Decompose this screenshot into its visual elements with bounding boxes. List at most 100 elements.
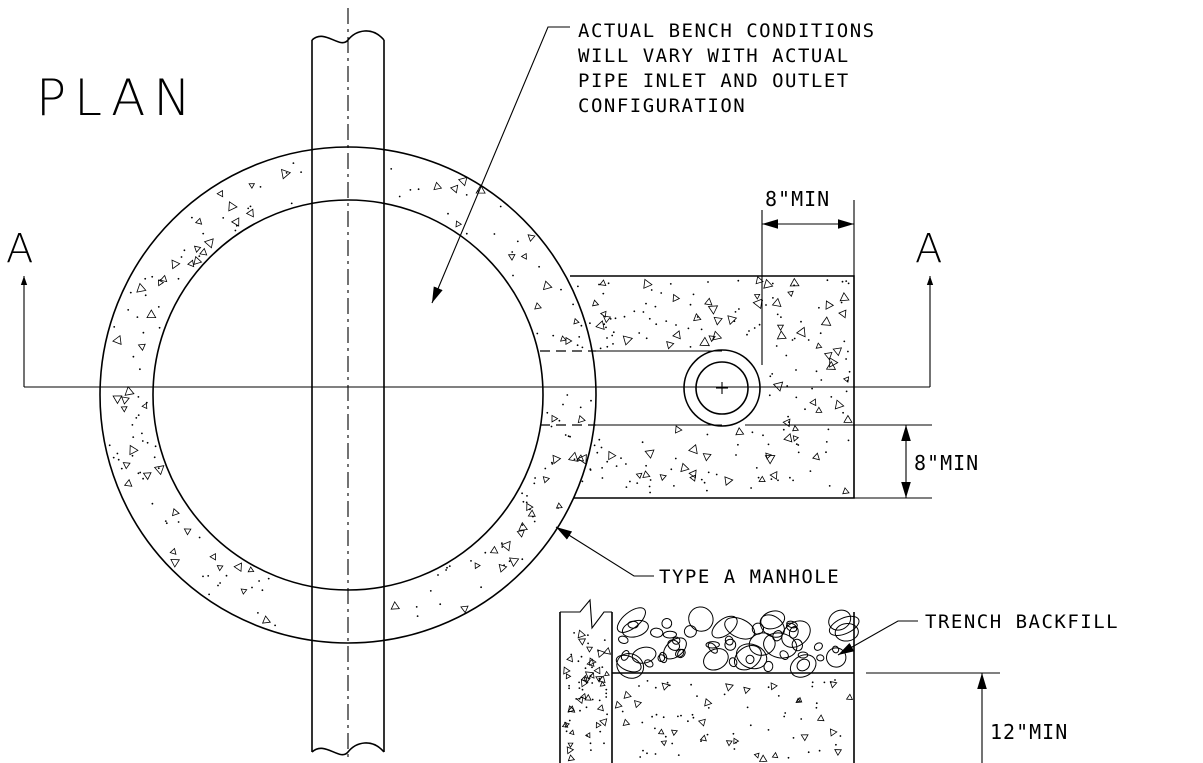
aggregate-mark: [526, 495, 528, 497]
aggregate-mark: [567, 705, 576, 713]
aggregate-mark: [124, 386, 135, 396]
aggregate-mark: [826, 279, 829, 282]
aggregate-mark: [191, 216, 193, 219]
aggregate-mark: [737, 443, 739, 446]
backfill-label: TRENCH BACKFILL: [925, 611, 1119, 633]
section-line: A A: [6, 226, 942, 388]
aggregate-mark: [793, 337, 796, 340]
manhole-label: TYPE A MANHOLE: [659, 566, 840, 588]
aggregate-mark: [638, 685, 640, 687]
aggregate-mark: [137, 414, 140, 416]
backfill-stone: [796, 658, 811, 672]
aggregate-mark: [112, 334, 122, 346]
aggregate-mark: [595, 721, 602, 729]
bench-note-line-3: PIPE INLET AND OUTLET: [578, 70, 850, 92]
aggregate-mark: [834, 399, 845, 410]
aggregate-mark: [687, 720, 689, 723]
backfill-stone: [675, 648, 685, 658]
aggregate-mark: [525, 501, 528, 504]
aggregate-mark: [847, 282, 850, 285]
aggregate-mark: [800, 718, 803, 720]
aggregate-mark: [599, 718, 608, 727]
trench-detail: TRENCH BACKFILL 12"MIN: [559, 598, 1119, 763]
aggregate-mark: [568, 729, 575, 736]
aggregate-mark: [829, 728, 838, 737]
aggregate-mark: [475, 184, 486, 194]
aggregate-mark: [674, 457, 677, 460]
aggregate-mark: [612, 343, 614, 345]
aggregate-mark: [625, 486, 628, 488]
aggregate-mark: [568, 684, 570, 687]
aggregate-mark: [599, 279, 607, 286]
aggregate-mark: [689, 474, 696, 482]
aggregate-mark: [845, 693, 854, 700]
aggregate-mark: [448, 565, 451, 567]
aggregate-mark: [601, 666, 604, 668]
aggregate-mark: [142, 477, 145, 480]
aggregate-mark: [755, 276, 764, 285]
aggregate-mark: [691, 713, 694, 716]
aggregate-mark: [615, 465, 618, 467]
aggregate-mark: [536, 332, 539, 335]
aggregate-mark: [390, 168, 393, 170]
aggregate-mark: [129, 444, 139, 456]
aggregate-mark: [599, 730, 602, 733]
aggregate-mark: [230, 217, 240, 227]
aggregate-mark: [257, 612, 259, 614]
aggregate-mark: [605, 696, 608, 698]
backfill-stone: [748, 632, 776, 656]
aggregate-mark: [587, 642, 589, 645]
aggregate-mark: [577, 414, 586, 424]
aggregate-mark: [777, 695, 780, 697]
aggregate-mark: [290, 202, 293, 205]
aggregate-mark: [733, 320, 736, 323]
aggregate-mark: [771, 751, 779, 759]
aggregate-mark: [153, 465, 165, 476]
aggregate-mark: [567, 435, 570, 438]
aggregate-mark: [565, 336, 573, 345]
backfill-stone: [615, 654, 642, 673]
aggregate-mark: [578, 687, 581, 689]
aggregate-mark: [771, 282, 774, 285]
aggregate-mark: [782, 418, 791, 428]
aggregate-mark: [835, 743, 837, 746]
aggregate-mark: [815, 706, 818, 709]
aggregate-mark: [599, 310, 607, 318]
aggregate-mark: [767, 729, 770, 731]
aggregate-mark: [512, 274, 514, 277]
aggregate-mark: [688, 444, 698, 455]
aggregate-mark: [641, 721, 644, 724]
aggregate-mark: [697, 718, 706, 727]
aggregate-mark: [228, 201, 238, 212]
aggregate-mark: [449, 184, 459, 194]
aggregate-mark: [620, 457, 622, 459]
aggregate-mark: [661, 682, 670, 691]
plan-title: PLAN: [36, 69, 199, 127]
aggregate-mark: [707, 305, 719, 315]
aggregate-mark: [209, 553, 216, 561]
aggregate-mark: [207, 575, 210, 577]
backfill-stone: [832, 645, 840, 654]
aggregate-mark: [578, 681, 580, 684]
aggregate-mark: [622, 718, 631, 727]
backfill-stone: [618, 635, 629, 644]
aggregate-mark: [437, 574, 439, 576]
aggregate-mark: [749, 724, 752, 727]
aggregate-mark: [735, 427, 745, 436]
aggregate-mark: [753, 327, 756, 329]
backfill-stone: [789, 654, 817, 678]
aggregate-mark: [222, 217, 225, 219]
aggregate-mark: [567, 742, 574, 749]
aggregate-mark: [795, 443, 798, 445]
aggregate-mark: [142, 331, 145, 334]
aggregate-mark: [746, 333, 748, 336]
aggregate-mark: [550, 425, 553, 428]
aggregate-mark: [787, 756, 790, 759]
aggregate-mark: [795, 326, 806, 338]
aggregate-mark: [579, 709, 581, 712]
aggregate-mark: [776, 313, 779, 316]
aggregate-mark: [829, 357, 839, 368]
aggregate-mark: [139, 368, 141, 371]
aggregate-mark: [259, 186, 262, 188]
aggregate-mark: [704, 297, 713, 306]
